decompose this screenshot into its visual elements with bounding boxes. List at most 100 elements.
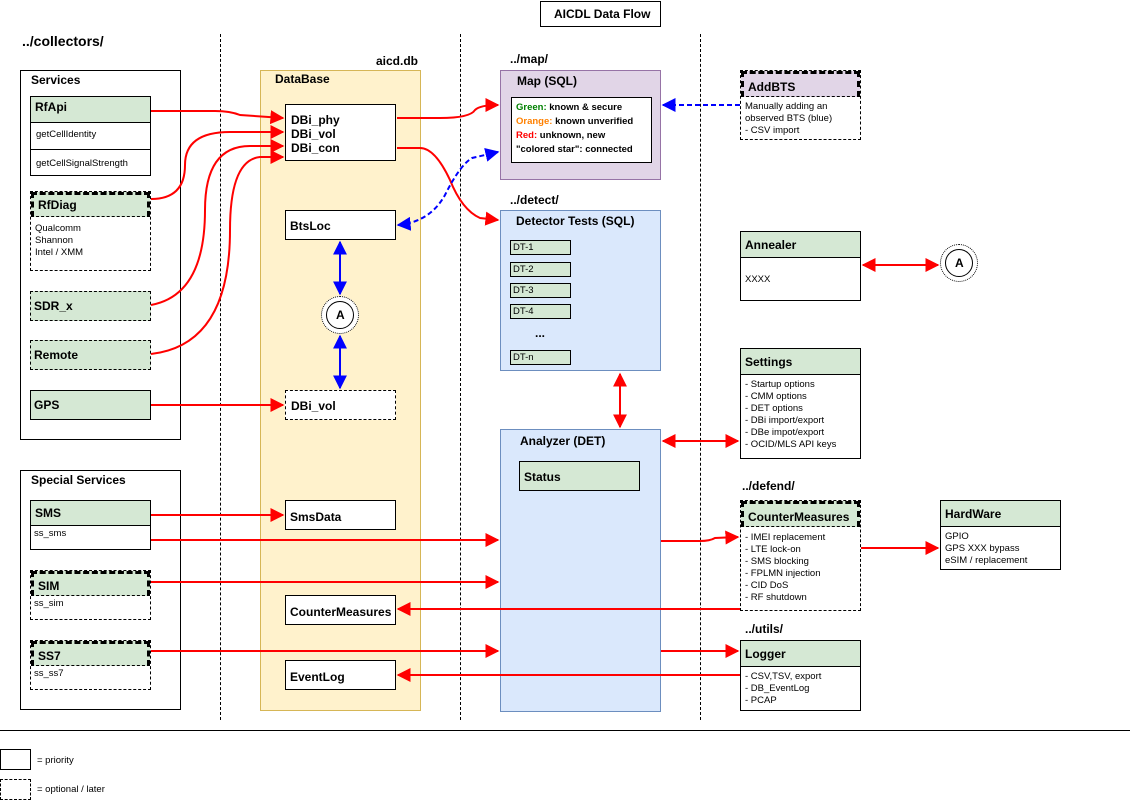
logger-title: Logger: [741, 641, 860, 667]
sim-title: SIM: [31, 571, 150, 596]
dbi-vol-optional-label: DBi_vol: [291, 399, 336, 413]
rfapi-method-1: getCellIdentity: [36, 129, 97, 140]
dbi-vol-optional-box: DBi_vol: [285, 390, 396, 420]
diagram-title-box: AICDL Data Flow: [540, 1, 661, 27]
separator-2: [460, 34, 461, 720]
status-label: Status: [524, 470, 561, 484]
countermeasures-title: CounterMeasures: [741, 501, 860, 527]
arrow-remote-dbi-con: [150, 150, 285, 355]
addbts-title: AddBTS: [741, 71, 860, 97]
green-key: Green:: [516, 102, 547, 113]
dt-ellipsis: ...: [535, 326, 546, 340]
special-services-title: Special Services: [31, 473, 126, 487]
orange-text: known unverified: [552, 116, 634, 127]
annealer-connector-outer: A: [940, 244, 978, 282]
rfdiag-title: RfDiag: [31, 192, 150, 217]
legend-separator: [0, 730, 1130, 731]
rfdiag-box: RfDiag Qualcomm Shannon Intel / XMM: [30, 191, 151, 271]
annealer-title: Annealer: [741, 232, 860, 258]
btsloc-label: BtsLoc: [290, 219, 331, 233]
rfapi-method-2-cell: getCellSignalStrength: [31, 150, 150, 175]
rfapi-method-2: getCellSignalStrength: [36, 158, 128, 169]
map-legend-star: "colored star": connected: [516, 144, 633, 155]
smsdata-label: SmsData: [290, 510, 342, 524]
arrow-sdr-dbi-con: [150, 139, 285, 306]
ss7-sub: ss_ss7: [34, 668, 64, 679]
sim-box: SIM ss_sim: [30, 570, 151, 620]
map-box: Map (SQL) Green: known & secure Orange: …: [500, 70, 661, 180]
rfdiag-items: Qualcomm Shannon Intel / XMM: [35, 223, 84, 258]
detector-title: Detector Tests (SQL): [516, 214, 635, 228]
remote-box: Remote: [30, 340, 151, 370]
database-title: DataBase: [275, 72, 330, 86]
green-text: known & secure: [546, 102, 623, 113]
gps-box: GPS: [30, 390, 151, 420]
eventlog-box: EventLog: [285, 660, 396, 690]
map-legend-orange: Orange: known unverified: [516, 116, 633, 128]
db-countermeasures-box: CounterMeasures: [285, 595, 396, 625]
arrow-rfdiag-dbi-vol: [150, 125, 285, 200]
sim-sub: ss_sim: [34, 598, 64, 609]
dt-4-box: DT-4: [510, 304, 571, 319]
ss7-box: SS7 ss_ss7: [30, 640, 151, 690]
annealer-box: Annealer XXXX: [740, 231, 861, 301]
dbi-phy: DBi_phy: [291, 113, 340, 127]
arrow-dbi-map: [397, 98, 500, 119]
arrow-analyzer-countermeasures: [661, 530, 740, 545]
services-title: Services: [31, 73, 81, 87]
gps-label: GPS: [34, 398, 60, 412]
smsdata-box: SmsData: [285, 500, 396, 530]
dt-1-label: DT-1: [513, 242, 534, 253]
countermeasures-box: CounterMeasures - IMEI replacement - LTE…: [740, 500, 861, 611]
legend-priority-text: = priority: [37, 755, 74, 766]
orange-key: Orange:: [516, 116, 553, 127]
legend-optional-swatch: [0, 779, 31, 800]
dt-3-label: DT-3: [513, 285, 534, 296]
dt-1-box: DT-1: [510, 240, 571, 255]
red-text: unknown, new: [537, 130, 606, 141]
analyzer-title: Analyzer (DET): [520, 434, 606, 448]
countermeasures-body: - IMEI replacement - LTE lock-on - SMS b…: [745, 532, 826, 603]
addbts-box: AddBTS Manually adding an observed BTS (…: [740, 70, 861, 140]
map-legend-green: Green: known & secure: [516, 102, 622, 114]
dt-3-box: DT-3: [510, 283, 571, 298]
settings-box: Settings - Startup options - CMM options…: [740, 348, 861, 459]
db-file-label: aicd.db: [376, 54, 419, 68]
addbts-body: Manually adding an observed BTS (blue) -…: [745, 101, 833, 136]
sdr-label: SDR_x: [34, 299, 73, 313]
dbi-con: DBi_con: [291, 141, 340, 155]
sdr-box: SDR_x: [30, 291, 151, 321]
dt-2-box: DT-2: [510, 262, 571, 277]
annealer-connector-label: A: [955, 256, 964, 270]
ss7-title: SS7: [31, 641, 150, 666]
separator-3: [700, 34, 701, 720]
hardware-title: HardWare: [941, 501, 1060, 527]
logger-body: - CSV,TSV, export - DB_EventLog - PCAP: [745, 671, 822, 706]
hardware-body: GPIO GPS XXX bypass eSIM / replacement: [945, 531, 1028, 566]
dbi-vol: DBi_vol: [291, 127, 336, 141]
settings-body: - Startup options - CMM options - DET op…: [745, 379, 837, 450]
map-path: ../map/: [510, 52, 549, 66]
hardware-box: HardWare GPIO GPS XXX bypass eSIM / repl…: [940, 500, 1061, 570]
dt-n-label: DT-n: [513, 352, 534, 363]
sms-title: SMS: [31, 501, 150, 526]
map-legend-box: Green: known & secure Orange: known unve…: [511, 97, 652, 163]
dt-n-box: DT-n: [510, 350, 571, 365]
defend-path: ../defend/: [742, 479, 795, 493]
red-key: Red:: [516, 130, 538, 141]
dbi-box: DBi_phy DBi_vol DBi_con: [285, 104, 396, 161]
sms-box: SMS ss_sms: [30, 500, 151, 550]
map-title: Map (SQL): [517, 74, 577, 88]
db-connector-a: A: [326, 301, 354, 329]
separator-1: [220, 34, 221, 720]
remote-label: Remote: [34, 348, 79, 362]
status-box: Status: [519, 461, 640, 491]
arrow-rfapi-dbi-phy: [151, 110, 285, 125]
rfapi-title: RfApi: [31, 97, 150, 123]
btsloc-box: BtsLoc: [285, 210, 396, 240]
diagram-title: AICDL Data Flow: [554, 7, 651, 21]
rfapi-method-1-cell: getCellIdentity: [31, 123, 150, 150]
utils-path: ../utils/: [745, 622, 784, 636]
dt-4-label: DT-4: [513, 306, 534, 317]
